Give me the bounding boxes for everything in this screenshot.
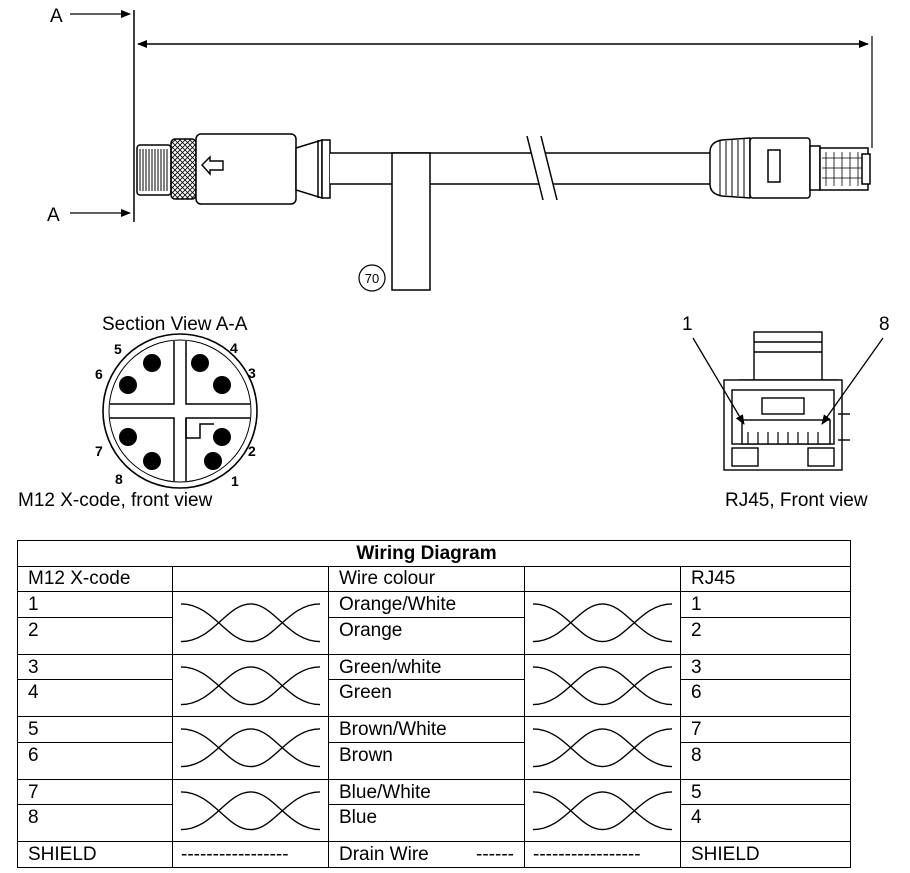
twisted-pair-icon — [524, 653, 681, 718]
wire-colour: Orange — [328, 616, 525, 655]
twisted-pair-icon — [172, 591, 329, 655]
rj45-pin: 7 — [680, 716, 851, 743]
m12-pin: 5 — [17, 716, 173, 743]
rj45-pin: 6 — [680, 679, 851, 718]
rj45-pin: 1 — [680, 591, 851, 618]
shield-dash: ----------------- — [172, 841, 329, 868]
m12-pin: 8 — [17, 804, 173, 843]
twisted-pair-icon — [172, 716, 329, 780]
length-dimension — [137, 36, 873, 148]
wire-colour: Brown/White — [328, 716, 525, 743]
table-row-shield: SHIELD ----------------- Drain Wire ----… — [17, 841, 851, 868]
wire-colour: Brown — [328, 741, 525, 780]
rj45-shield: SHIELD — [680, 841, 851, 868]
m12-pin-label-7: 7 — [95, 443, 103, 459]
header-twist-gap — [524, 565, 681, 592]
rj45-plug-side — [709, 137, 871, 199]
m12-pin-label-2: 2 — [248, 443, 256, 459]
m12-connector — [136, 133, 331, 205]
rj45-pin: 3 — [680, 653, 851, 681]
table-row: 6 Brown 8 — [17, 741, 851, 780]
shield-colour-cell: Drain Wire ------ — [328, 841, 525, 868]
rj45-front-view — [723, 331, 850, 471]
header-colour: Wire colour — [328, 565, 525, 593]
wire-colour: Blue — [328, 804, 525, 843]
wire-colour: Green/white — [328, 653, 525, 681]
m12-pin: 1 — [17, 591, 173, 618]
shield-dash: ----------------- — [524, 841, 681, 868]
twisted-pair-icon — [524, 778, 681, 843]
m12-pin-label-4: 4 — [230, 340, 238, 356]
twisted-pair-icon — [524, 716, 681, 780]
m12-face-caption: M12 X-code, front view — [18, 490, 213, 511]
drain-wire-label: Drain Wire — [339, 844, 429, 866]
rj45-pin: 5 — [680, 778, 851, 806]
header-rj45: RJ45 — [680, 565, 851, 593]
wiring-title-spacer — [680, 540, 851, 567]
m12-pin: 3 — [17, 653, 173, 681]
table-row: 5 Brown/White 7 — [17, 716, 851, 780]
cable-break — [526, 135, 558, 201]
m12-pin-label-3: 3 — [248, 365, 256, 381]
m12-pin-label-5: 5 — [114, 341, 122, 357]
section-mark-top: A — [50, 6, 63, 27]
table-row: 7 Blue/White 5 — [17, 778, 851, 843]
wire-colour: Green — [328, 679, 525, 718]
m12-shield: SHIELD — [17, 841, 173, 868]
m12-pin: 4 — [17, 679, 173, 718]
rj45-pin-first: 1 — [682, 314, 693, 335]
wiring-title-spacer — [17, 540, 173, 567]
wiring-title-spacer — [524, 540, 681, 567]
table-row: 2 Orange 2 — [17, 616, 851, 655]
twisted-pair-icon — [172, 778, 329, 843]
m12-pin-label-1: 1 — [231, 473, 239, 489]
rj45-pin: 4 — [680, 804, 851, 843]
wiring-title-spacer — [172, 540, 329, 567]
rj45-pin-leaders — [692, 337, 884, 425]
drain-wire-dash: ------ — [476, 844, 514, 866]
cable-label-tag — [391, 152, 431, 291]
wiring-table: Wiring Diagram M12 X-code Wire colour RJ… — [17, 540, 851, 868]
header-twist-gap — [172, 565, 329, 592]
header-m12: M12 X-code — [17, 565, 173, 593]
m12-pin: 6 — [17, 741, 173, 780]
table-row: 1 Orange/White 1 — [17, 591, 851, 655]
m12-pin-label-8: 8 — [115, 471, 123, 487]
rj45-face-caption: RJ45, Front view — [725, 490, 868, 511]
callout-circle — [358, 264, 386, 292]
wire-colour: Blue/White — [328, 778, 525, 806]
table-row: 8 Blue 4 — [17, 804, 851, 843]
m12-pin-label-6: 6 — [95, 366, 103, 382]
twisted-pair-icon — [524, 591, 681, 655]
wire-colour: Orange/White — [328, 591, 525, 618]
cable-drawing: 70 — [70, 10, 884, 489]
m12-pin: 7 — [17, 778, 173, 806]
cable — [330, 152, 710, 185]
m12-pin: 2 — [17, 616, 173, 655]
section-mark-bottom: A — [47, 205, 60, 226]
rj45-contacts — [747, 432, 819, 444]
section-line — [70, 10, 135, 222]
m12-face-view — [102, 333, 258, 489]
table-row: 3 Green/white 3 — [17, 653, 851, 718]
insert-arrow-icon — [201, 155, 224, 176]
m12-contacts — [119, 354, 231, 470]
rj45-pin-last: 8 — [879, 314, 890, 335]
twisted-pair-icon — [172, 653, 329, 718]
rj45-pin: 8 — [680, 741, 851, 780]
wiring-title: Wiring Diagram — [328, 540, 525, 567]
rj45-pin: 2 — [680, 616, 851, 655]
table-row: 4 Green 6 — [17, 679, 851, 718]
section-view-title: Section View A-A — [102, 314, 248, 335]
callout-number: 70 — [365, 271, 379, 286]
